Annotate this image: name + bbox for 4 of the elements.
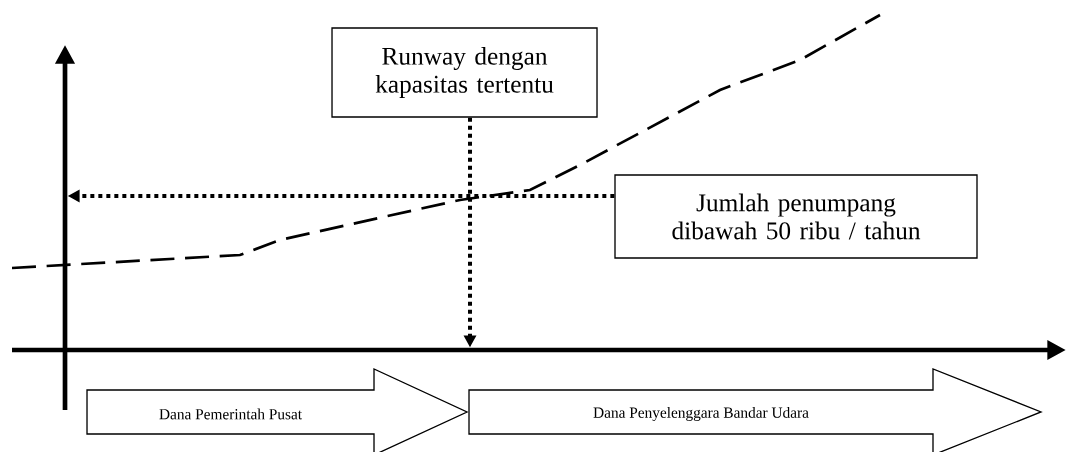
phase-banner: Dana Penyelenggara Bandar Udara	[468, 368, 1043, 452]
phase-banner: Dana Pemerintah Pusat	[86, 367, 469, 452]
text-box: Jumlah penumpang dibawah 50 ribu / tahun	[614, 174, 978, 259]
text-box: Runway dengan kapasitas tertentu	[331, 27, 598, 118]
